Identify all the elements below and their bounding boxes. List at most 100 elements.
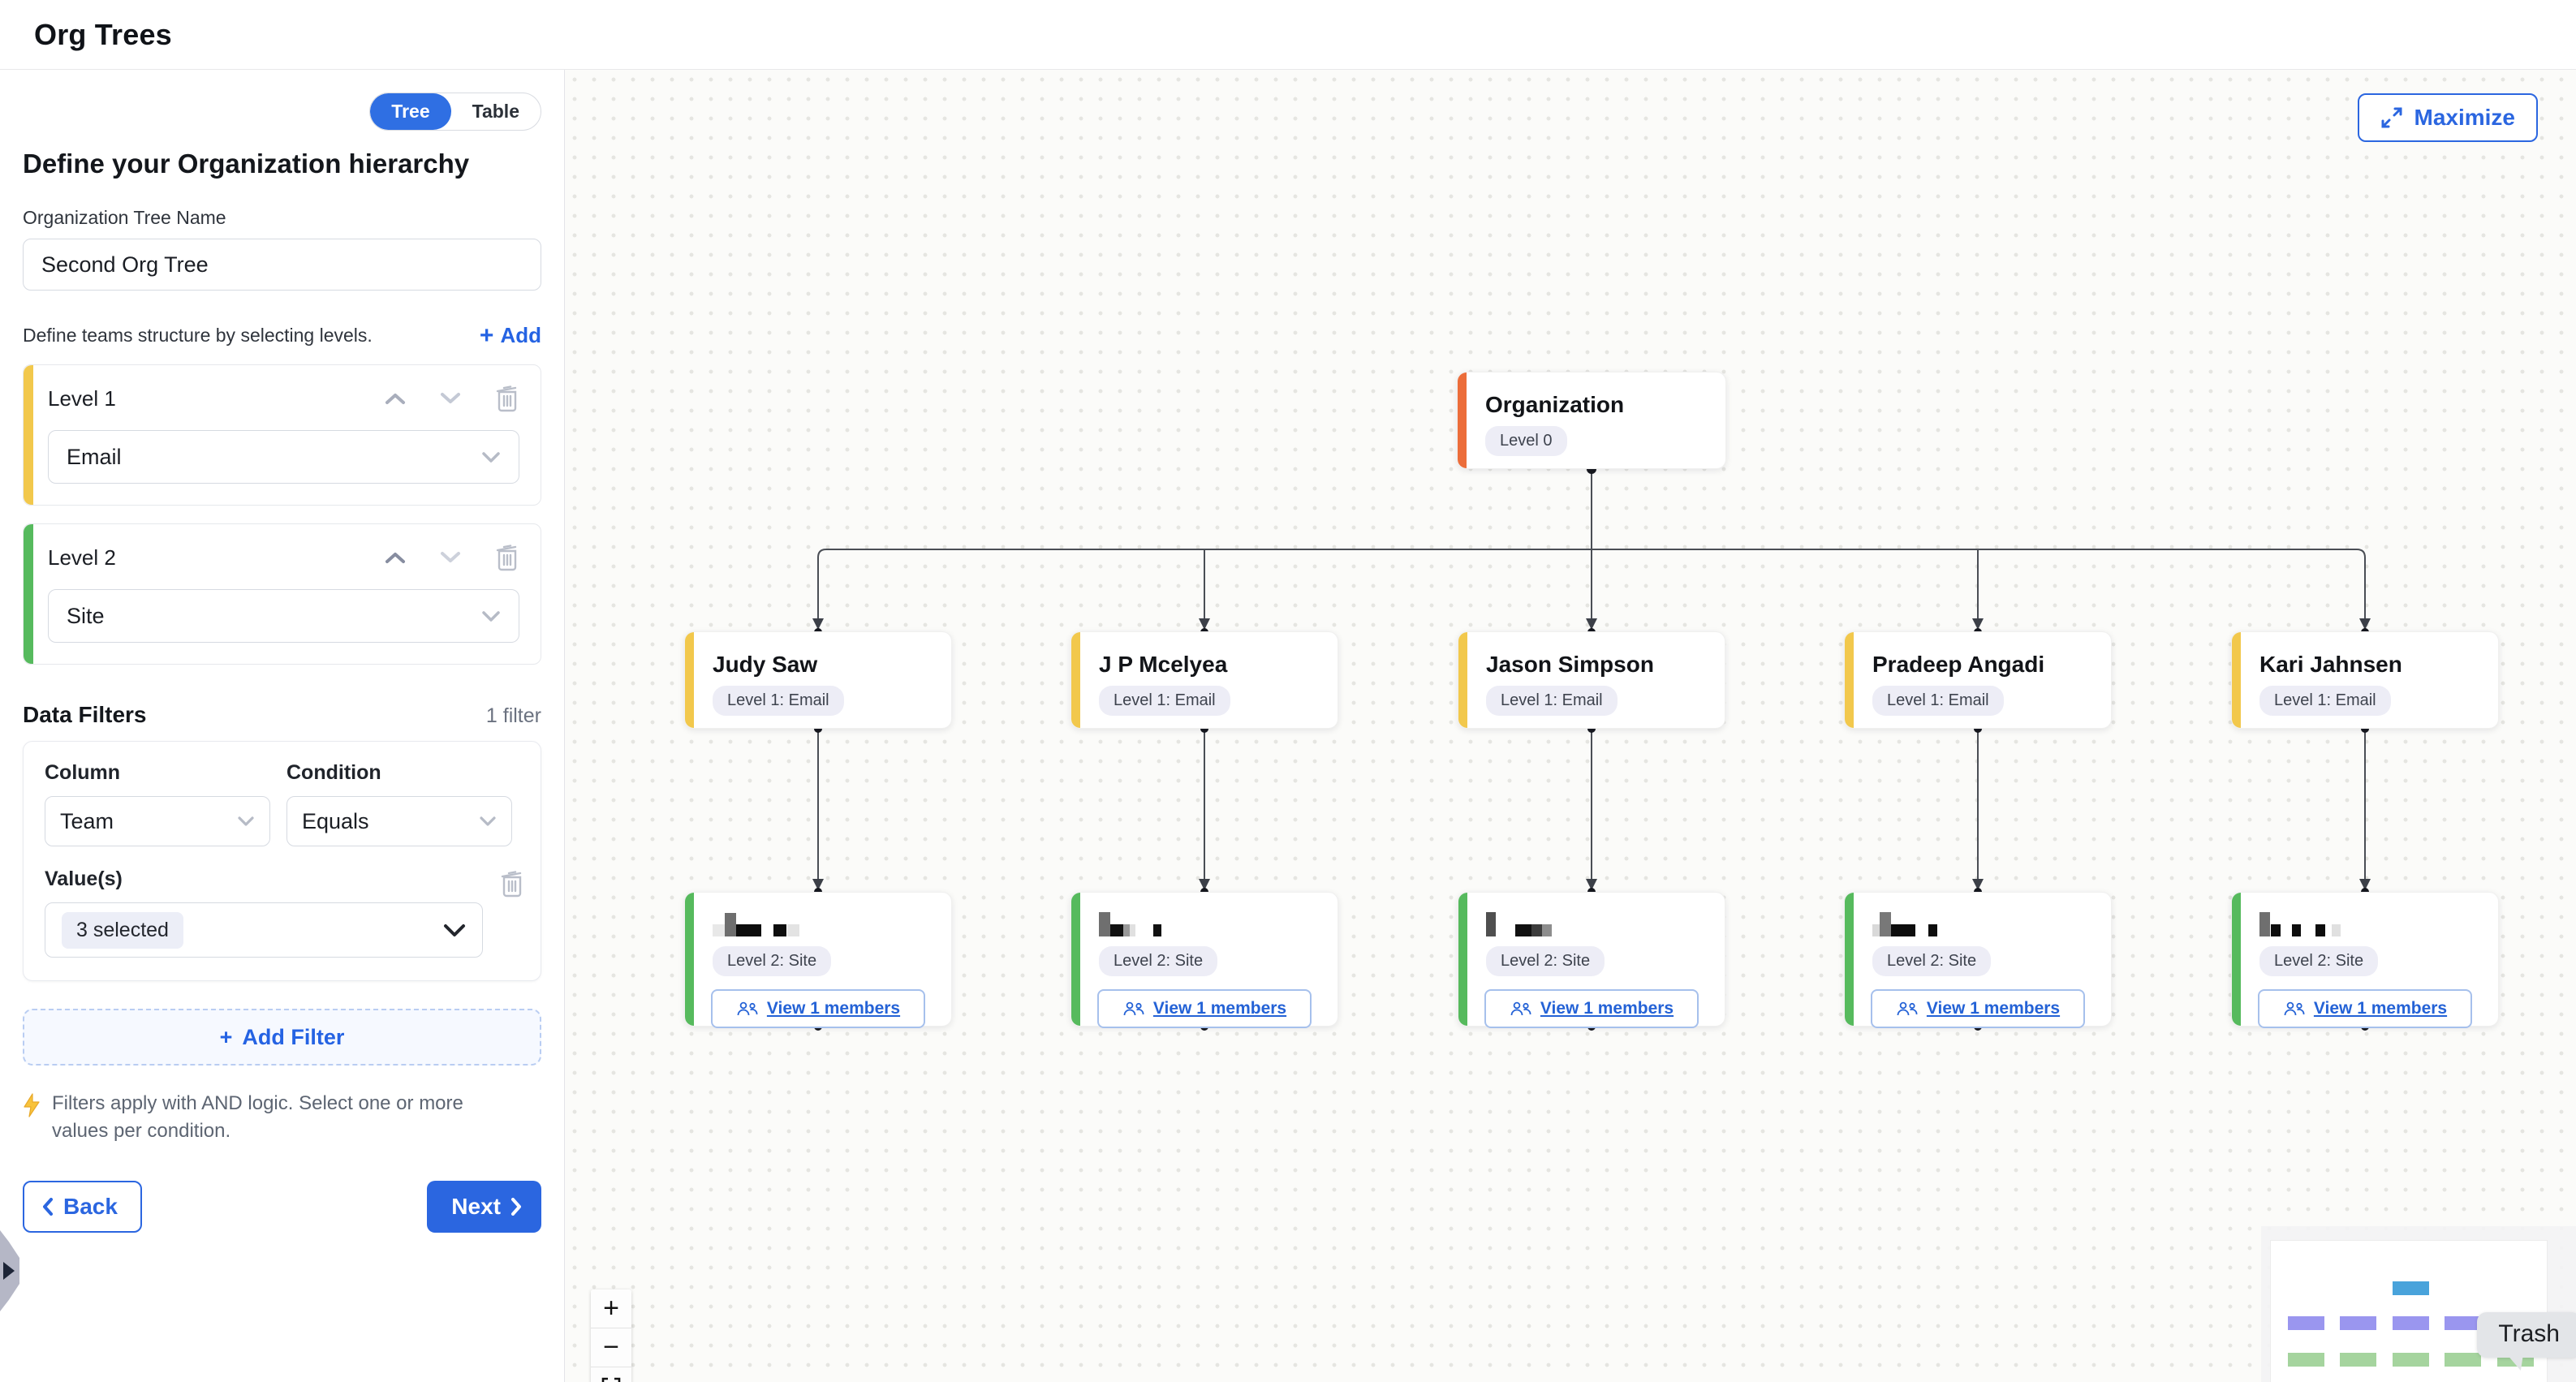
org-node-level2[interactable]: Level 2: Site View 1 members	[2231, 892, 2499, 1028]
org-node-level2[interactable]: Level 2: Site View 1 members	[1844, 892, 2112, 1028]
view-members-button[interactable]: View 1 members	[1871, 989, 2085, 1028]
filter-card: Column Team Condition Equals	[23, 741, 541, 981]
redacted-block	[2292, 924, 2301, 936]
members-icon	[1123, 1001, 1144, 1016]
members-icon	[737, 1001, 758, 1016]
data-filters-title: Data Filters	[23, 702, 147, 727]
back-label: Back	[63, 1194, 118, 1219]
move-up-icon[interactable]	[385, 392, 406, 405]
node-level-badge: Level 2: Site	[1872, 946, 1992, 976]
minimap-viewport	[2271, 1241, 2547, 1382]
add-level-button[interactable]: + Add	[480, 323, 541, 348]
level-1-select[interactable]: Email	[48, 430, 519, 484]
redacted-block	[2259, 912, 2270, 936]
minimap-level2-node	[2340, 1353, 2376, 1367]
minimap-level1-node	[2288, 1316, 2324, 1330]
add-filter-label: Add Filter	[242, 1024, 345, 1049]
level-card-2: Level 2 Site	[23, 523, 541, 665]
delete-filter-icon[interactable]	[500, 870, 524, 898]
node-level-badge: Level 2: Site	[713, 946, 832, 976]
condition-value: Equals	[302, 808, 369, 833]
chevron-down-icon	[481, 451, 501, 463]
redacted-block	[1880, 912, 1891, 936]
move-down-icon[interactable]	[440, 551, 461, 564]
node-title: Jason Simpson	[1486, 652, 1654, 677]
expand-icon	[2381, 107, 2402, 128]
minimap-level2-node	[2288, 1353, 2324, 1367]
page-title: Org Trees	[34, 17, 172, 51]
toggle-tree-button[interactable]: Tree	[370, 93, 451, 130]
page-header: Org Trees	[0, 0, 2576, 70]
view-members-label: View 1 members	[1152, 999, 1287, 1018]
minimap-root-node	[2393, 1281, 2429, 1295]
view-members-button[interactable]: View 1 members	[1484, 989, 1699, 1028]
add-filter-button[interactable]: + Add Filter	[23, 1009, 541, 1066]
redacted-block	[1130, 924, 1135, 936]
view-members-label: View 1 members	[1540, 999, 1674, 1018]
node-level-badge: Level 0	[1485, 426, 1567, 456]
org-node-level2[interactable]: Level 2: Site View 1 members	[684, 892, 952, 1028]
node-level-badge: Level 2: Site	[1486, 946, 1605, 976]
node-title: J P Mcelyea	[1099, 652, 1228, 677]
node-title: Kari Jahnsen	[2259, 652, 2402, 677]
minimap-level2-node	[2445, 1353, 2481, 1367]
redacted-block	[1110, 924, 1123, 936]
chevron-down-icon	[443, 923, 466, 937]
delete-level-icon[interactable]	[495, 385, 519, 412]
redacted-node-title	[1486, 911, 1705, 936]
org-node-level1[interactable]: Judy Saw Level 1: Email	[684, 631, 952, 729]
condition-select[interactable]: Equals	[286, 796, 512, 846]
org-node-level2[interactable]: Level 2: Site View 1 members	[1070, 892, 1338, 1028]
column-select[interactable]: Team	[45, 796, 270, 846]
zoom-out-button[interactable]: −	[591, 1328, 631, 1367]
filter-count: 1 filter	[485, 704, 541, 727]
values-select[interactable]: 3 selected	[45, 902, 483, 958]
redacted-block	[725, 913, 736, 936]
minimap-level1-node	[2393, 1316, 2429, 1330]
view-members-button[interactable]: View 1 members	[711, 989, 925, 1028]
org-node-level1[interactable]: J P Mcelyea Level 1: Email	[1070, 631, 1338, 729]
level-2-value: Site	[67, 603, 105, 628]
redacted-block	[1515, 924, 1531, 936]
node-title: Organization	[1485, 392, 1625, 417]
level-2-select[interactable]: Site	[48, 589, 519, 643]
node-title: Pradeep Angadi	[1872, 652, 2045, 677]
fit-view-button[interactable]	[591, 1367, 631, 1382]
org-node-level2[interactable]: Level 2: Site View 1 members	[1458, 892, 1725, 1028]
redacted-block	[1872, 924, 1880, 936]
node-level-badge: Level 1: Email	[713, 686, 844, 716]
view-members-label: View 1 members	[1926, 999, 2061, 1018]
org-node-root[interactable]: Organization Level 0	[1457, 372, 1726, 469]
next-button[interactable]: Next	[427, 1181, 541, 1233]
node-level-badge: Level 2: Site	[2259, 946, 2379, 976]
minimap[interactable]	[2261, 1226, 2576, 1382]
trash-tooltip-label: Trash	[2498, 1320, 2560, 1347]
move-up-icon[interactable]	[385, 551, 406, 564]
redacted-node-title	[1099, 911, 1318, 936]
back-button[interactable]: Back	[23, 1181, 142, 1233]
org-node-level1[interactable]: Jason Simpson Level 1: Email	[1458, 631, 1725, 729]
redacted-node-title	[713, 911, 932, 936]
org-node-level1[interactable]: Kari Jahnsen Level 1: Email	[2231, 631, 2499, 729]
members-icon	[1897, 1001, 1918, 1016]
view-members-button[interactable]: View 1 members	[1097, 989, 1312, 1028]
values-count-pill: 3 selected	[62, 911, 183, 949]
zoom-in-button[interactable]: +	[591, 1289, 631, 1328]
org-node-level1[interactable]: Pradeep Angadi Level 1: Email	[1844, 631, 2112, 729]
values-label: Value(s)	[45, 868, 123, 890]
minimap-level1-node	[2445, 1316, 2481, 1330]
redacted-block	[1531, 924, 1542, 936]
delete-level-icon[interactable]	[495, 544, 519, 571]
move-down-icon[interactable]	[440, 392, 461, 405]
redacted-block	[1153, 924, 1161, 936]
redacted-node-title	[2259, 911, 2479, 936]
maximize-button[interactable]: Maximize	[2357, 93, 2538, 142]
tree-name-input[interactable]	[23, 239, 541, 291]
view-members-button[interactable]: View 1 members	[2258, 989, 2472, 1028]
config-sidebar: Tree Table Define your Organization hier…	[0, 70, 565, 1382]
org-tree-canvas[interactable]: Maximize	[565, 70, 2576, 1382]
toggle-table-button[interactable]: Table	[451, 93, 541, 130]
minimap-level2-node	[2393, 1353, 2429, 1367]
view-members-label: View 1 members	[2313, 999, 2448, 1018]
